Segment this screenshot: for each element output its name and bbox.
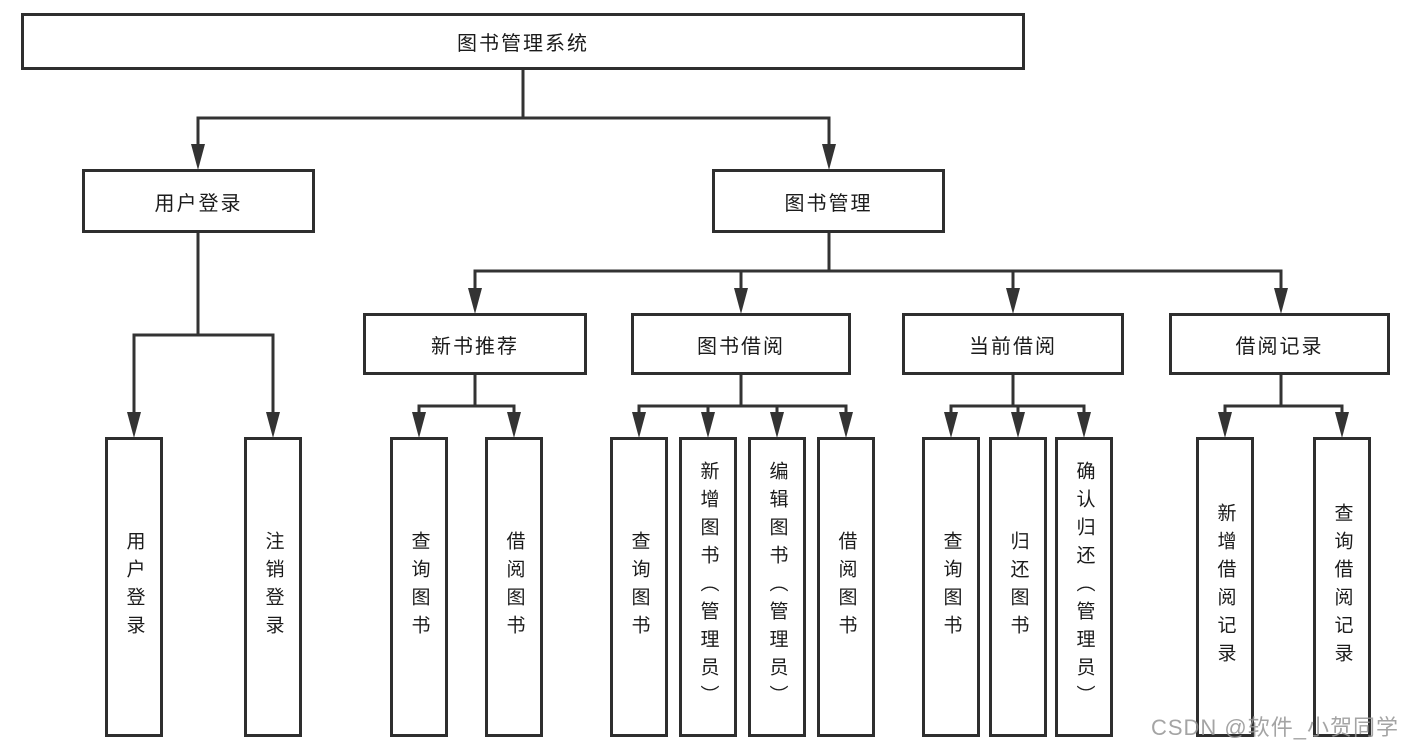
leaf-query-books-1: 查询图书 (390, 437, 448, 737)
node-label: 图书管理系统 (457, 33, 589, 55)
node-label: 查询图书 (940, 531, 962, 643)
node-label: 图书借阅 (697, 335, 785, 358)
leaf-return-books: 归还图书 (989, 437, 1047, 737)
leaf-add-borrow-record: 新增借阅记录 (1196, 437, 1254, 737)
arrowheads (127, 144, 1349, 438)
node-book-management: 图书管理 (712, 169, 945, 233)
leaf-borrow-books-2: 借阅图书 (817, 437, 875, 737)
leaf-query-books-3: 查询图书 (922, 437, 980, 737)
node-library-management-system: 图书管理系统 (21, 13, 1025, 70)
node-current-borrowing: 当前借阅 (902, 313, 1124, 375)
node-label: 确认归还（管理员） (1073, 461, 1095, 713)
node-label: 图书管理 (784, 192, 873, 215)
leaf-borrow-books-1: 借阅图书 (485, 437, 543, 737)
leaf-confirm-return-admin: 确认归还（管理员） (1055, 437, 1113, 737)
node-label: 新增图书（管理员） (697, 461, 719, 713)
node-new-book-recommend: 新书推荐 (363, 313, 587, 375)
leaf-query-books-2: 查询图书 (610, 437, 668, 737)
node-label: 查询图书 (408, 531, 430, 643)
leaf-edit-book-admin: 编辑图书（管理员） (748, 437, 806, 737)
node-user-login: 用户登录 (82, 169, 315, 233)
node-label: 编辑图书（管理员） (766, 461, 788, 713)
node-book-borrowing: 图书借阅 (631, 313, 851, 375)
leaf-logout: 注销登录 (244, 437, 302, 737)
leaf-user-login: 用户登录 (105, 437, 163, 737)
node-label: 当前借阅 (969, 335, 1057, 358)
node-label: 查询借阅记录 (1331, 503, 1353, 671)
node-label: 新增借阅记录 (1214, 503, 1236, 671)
node-label: 查询图书 (628, 531, 650, 643)
node-label: 用户登录 (154, 192, 243, 215)
node-label: 新书推荐 (431, 335, 519, 358)
node-label: 借阅图书 (503, 531, 525, 643)
node-label: 用户登录 (123, 531, 145, 643)
node-label: 注销登录 (262, 531, 284, 643)
csdn-watermark: CSDN @软件_小贺同学 (1150, 715, 1399, 740)
node-label: 借阅图书 (835, 531, 857, 643)
leaf-query-borrow-record: 查询借阅记录 (1313, 437, 1371, 737)
node-borrowing-records: 借阅记录 (1169, 313, 1390, 375)
leaf-add-book-admin: 新增图书（管理员） (679, 437, 737, 737)
node-label: 借阅记录 (1235, 335, 1324, 358)
node-label: 归还图书 (1007, 531, 1029, 643)
